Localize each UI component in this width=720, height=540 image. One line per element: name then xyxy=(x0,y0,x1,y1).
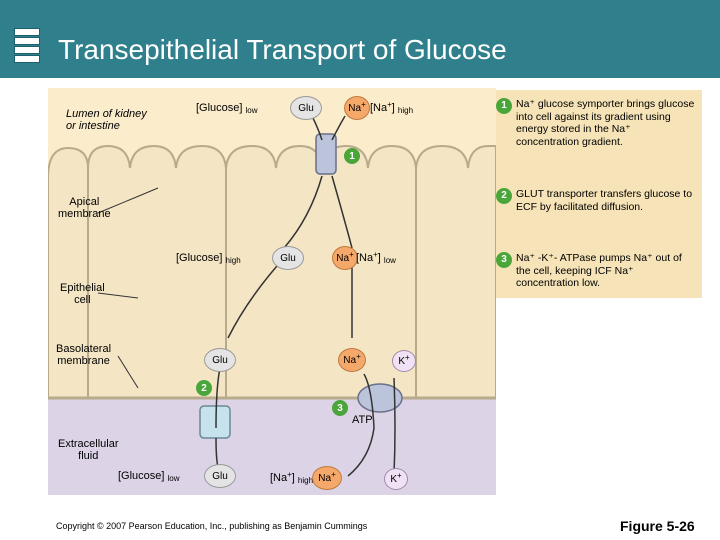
slide-title: Transepithelial Transport of Glucose xyxy=(58,34,507,65)
note-2-text: GLUT transporter transfers glucose to EC… xyxy=(516,188,693,213)
ecf-potassium-ion: K+ xyxy=(384,468,408,490)
ecf-sodium-ion: Na+ xyxy=(312,466,342,490)
epithelial-cell-main xyxy=(225,144,417,399)
lumen-glucose-conc: [Glucose] low xyxy=(196,102,258,115)
cell-potassium-ion: K+ xyxy=(392,350,416,372)
notes-panel: 1 Na⁺ glucose symporter brings glucose i… xyxy=(496,90,702,298)
na-k-atpase xyxy=(357,383,403,413)
header-bar: Transepithelial Transport of Glucose xyxy=(0,0,720,78)
note-1-text: Na⁺ glucose symporter brings glucose int… xyxy=(516,98,695,148)
ecf-region xyxy=(48,394,496,495)
cell-sodium-ion: Na+ xyxy=(332,246,358,270)
cell-sodium-ion-2: Na+ xyxy=(338,348,366,372)
slide-logo-icon xyxy=(14,28,40,64)
atp-label: ATP xyxy=(352,414,373,426)
note-2-marker: 2 xyxy=(496,188,512,204)
lumen-glucose-molecule: Glu xyxy=(290,96,322,120)
note-3-text: Na⁺ -K⁺- ATPase pumps Na⁺ out of the cel… xyxy=(516,252,682,289)
epithelial-cell-right xyxy=(415,144,497,399)
ecf-glucose-conc: [Glucose] low xyxy=(118,470,180,483)
step-3-marker: 3 xyxy=(332,400,348,416)
note-3-marker: 3 xyxy=(496,252,512,268)
cell-glucose-conc: [Glucose] high xyxy=(176,252,241,265)
copyright-text: Copyright © 2007 Pearson Education, Inc.… xyxy=(56,521,368,531)
cell-glucose-molecule-2: Glu xyxy=(204,348,236,372)
na-glucose-symporter xyxy=(315,133,337,175)
step-1-marker: 1 xyxy=(344,148,360,164)
figure-label: Figure 5-26 xyxy=(620,518,695,534)
lumen-label: Lumen of kidney or intestine xyxy=(66,108,147,132)
basolateral-membrane-label: Basolateral membrane xyxy=(56,343,112,367)
diagram-canvas xyxy=(47,88,497,495)
transport-diagram: Lumen of kidney or intestine [Glucose] l… xyxy=(47,88,497,495)
lumen-sodium-conc: [Na+] high xyxy=(370,100,414,115)
cell-sodium-conc: [Na+] low xyxy=(356,250,396,265)
apical-membrane-label: Apical membrane xyxy=(58,196,111,220)
glut-transporter xyxy=(199,405,231,439)
ecf-label: Extracellular fluid xyxy=(58,438,119,462)
ecf-glucose-molecule: Glu xyxy=(204,464,236,488)
lumen-sodium-ion: Na+ xyxy=(344,96,370,120)
cell-glucose-molecule: Glu xyxy=(272,246,304,270)
ecf-sodium-conc: [Na+] high xyxy=(270,470,314,485)
note-1-marker: 1 xyxy=(496,98,512,114)
epithelial-cell-left xyxy=(87,144,227,399)
step-2-marker: 2 xyxy=(196,380,212,396)
epithelial-cell-label: Epithelial cell xyxy=(60,282,105,306)
